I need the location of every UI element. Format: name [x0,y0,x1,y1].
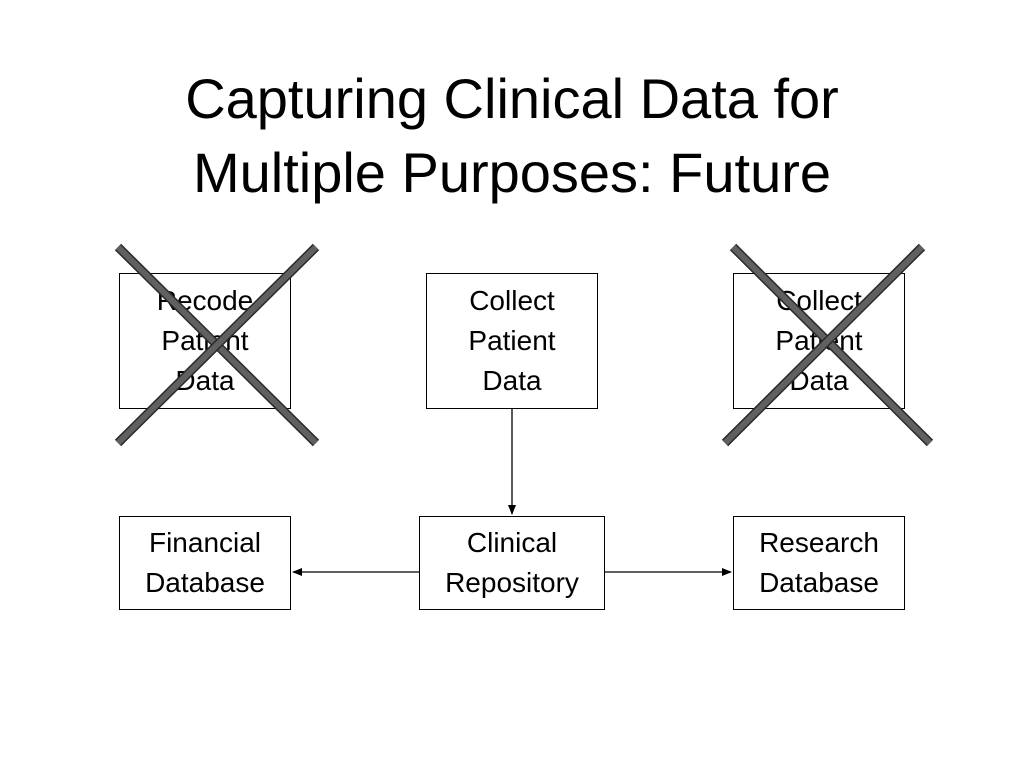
box-label-line: Collect [469,285,555,316]
research-database-box: Research Database [733,516,905,610]
box-label-line: Financial [148,527,262,558]
financial-database-box: Financial Database [119,516,291,610]
title-line-1: Capturing Clinical Data for [185,67,839,130]
box-label-line: Data [482,365,542,396]
box-label-line: Research [759,527,879,558]
collect-patient-data-box: Collect Patient Data [426,273,598,409]
title-line-2: Multiple Purposes: Future [192,141,832,204]
box-label-line: Clinical [466,527,558,558]
cross-out-icon-collect [721,243,934,447]
cross-out-icon-recode [114,243,320,447]
box-label-line: Patient [468,325,556,356]
box-label-line: Database [145,567,265,598]
box-label-line: Repository [445,567,579,598]
clinical-repository-box: Clinical Repository [419,516,605,610]
slide-title: Capturing Clinical Data for Multiple Pur… [0,62,1024,210]
box-label-line: Database [759,567,879,598]
